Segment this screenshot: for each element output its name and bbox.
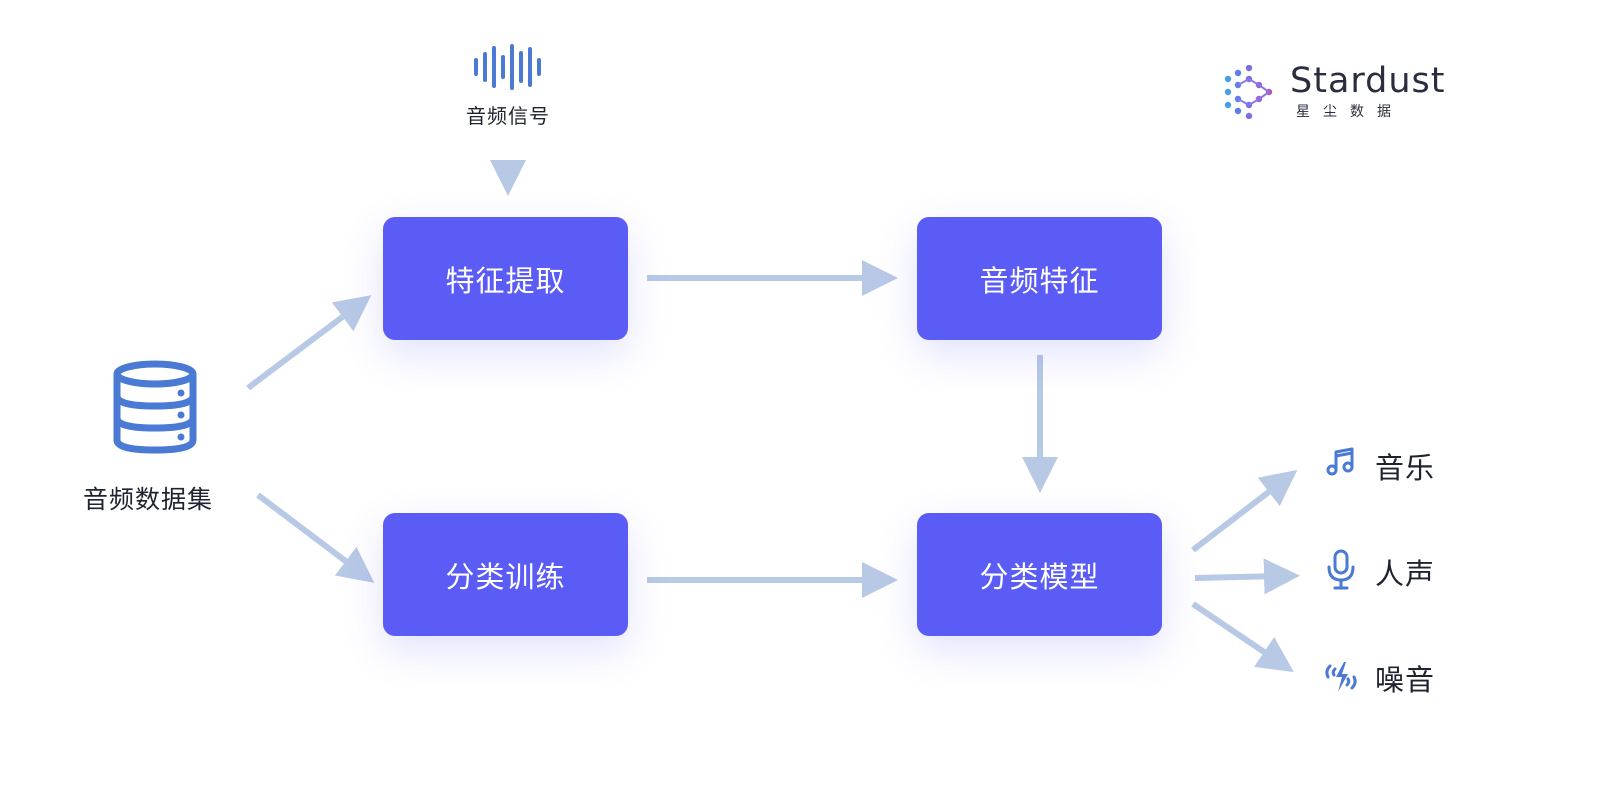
logo-name: Stardust (1290, 61, 1446, 101)
classification-training-box: 分类训练 (383, 513, 628, 636)
stardust-logo-mark (1224, 65, 1273, 119)
classification-model-label: 分类模型 (979, 559, 1100, 594)
database-icon (113, 360, 197, 454)
audio-features-label: 音频特征 (979, 263, 1100, 298)
stardust-logo: Stardust 星尘数据 (1222, 61, 1445, 123)
classification-model-box: 分类模型 (917, 513, 1162, 636)
music-note-icon (1326, 447, 1354, 476)
audio-dataset-label: 音频数据集 (83, 485, 214, 514)
feature-extraction-box: 特征提取 (383, 217, 628, 340)
feature-extraction-label: 特征提取 (445, 263, 566, 298)
arrow-dataset-to-training (256, 492, 375, 583)
audio-signal-label: 音频信号 (466, 104, 550, 128)
output-voice-label: 人声 (1375, 557, 1436, 591)
arrow-dataset-to-extraction (246, 295, 372, 391)
audio-waveform-icon (474, 44, 541, 90)
audio-features-box: 音频特征 (917, 217, 1162, 340)
noise-lightning-icon (1325, 662, 1357, 692)
output-noise-label: 噪音 (1375, 663, 1436, 697)
arrow-model-to-voice (1194, 558, 1300, 595)
microphone-icon (1327, 549, 1355, 590)
logo-subtitle: 星尘数据 (1296, 104, 1404, 120)
output-music-label: 音乐 (1375, 451, 1436, 485)
classification-training-label: 分类训练 (445, 559, 566, 594)
arrow-model-to-music (1191, 470, 1298, 553)
arrow-model-to-noise (1191, 601, 1294, 673)
